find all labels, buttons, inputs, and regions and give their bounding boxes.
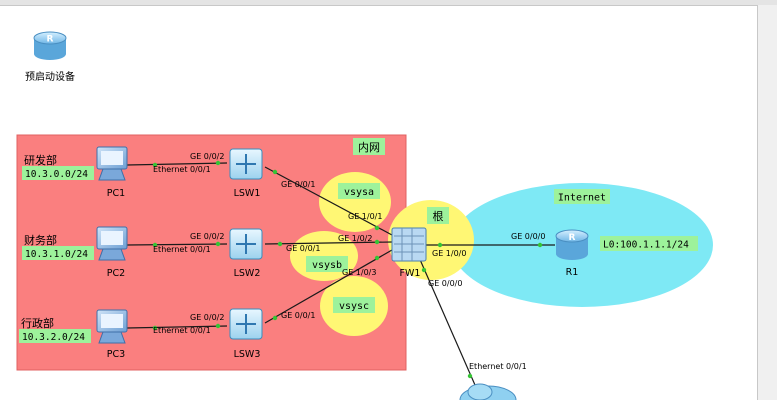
lsw2-icon[interactable] [229, 228, 263, 260]
vsysa-label-box [338, 183, 380, 199]
port-pc1-eth: Ethernet 0/0/1 [153, 165, 211, 174]
link-lsw1-fw1 [264, 166, 393, 236]
intranet-label: 内网 [358, 140, 380, 154]
svg-text:R: R [47, 35, 54, 45]
port-lsw2-ge1: GE 0/0/1 [286, 244, 320, 253]
pre-start-device-button[interactable]: R 预启动设备 [15, 26, 85, 84]
link-fw1-cloud [417, 254, 476, 386]
dept1-name: 研发部 [24, 153, 57, 167]
dept2-name: 财务部 [24, 233, 57, 247]
dept1-subnet: 10.3.0.0/24 [25, 169, 88, 180]
port-lsw1-ge1: GE 0/0/1 [281, 180, 315, 189]
port-r1-ge000: GE 0/0/0 [511, 232, 545, 241]
port-pc2-eth: Ethernet 0/0/1 [153, 245, 211, 254]
cloud-icon[interactable] [459, 383, 517, 400]
port-lsw1-ge2: GE 0/0/2 [190, 152, 224, 161]
link-pc1-lsw1 [126, 162, 228, 166]
vsysb-label: vsysb [312, 260, 342, 271]
pc2-label: PC2 [107, 268, 125, 279]
port-lsw2-ge2: GE 0/0/2 [190, 232, 224, 241]
pc3-icon[interactable] [96, 309, 128, 344]
port-cloud-eth: Ethernet 0/0/1 [469, 362, 527, 371]
lsw3-label: LSW3 [234, 349, 261, 360]
dept3-subnet-box [19, 329, 91, 343]
pc3-label: PC3 [107, 349, 125, 360]
port-fw-ge102: GE 1/0/2 [338, 234, 372, 243]
port-fw-ge101: GE 1/0/1 [348, 212, 382, 221]
internet-label: Internet [558, 193, 606, 204]
link-lsw3-fw1 [264, 249, 393, 324]
root-label: 根 [433, 209, 444, 223]
link-pc3-lsw3 [126, 325, 228, 329]
port-fw-ge000: GE 0/0/0 [428, 279, 462, 288]
lsw1-label: LSW1 [234, 188, 261, 199]
dept1-subnet-box [22, 166, 94, 180]
r1-label: R1 [566, 267, 579, 278]
dept2-subnet-box [22, 246, 94, 260]
r1-loopback-label: L0:100.1.1.1/24 [603, 240, 689, 251]
vsysa-label: vsysa [344, 187, 374, 198]
dept2-subnet: 10.3.1.0/24 [25, 249, 88, 260]
port-lsw3-ge1: GE 0/0/1 [281, 311, 315, 320]
pre-start-device-label: 预启动设备 [25, 72, 75, 83]
port-lsw3-ge2: GE 0/0/2 [190, 313, 224, 322]
dept3-name: 行政部 [21, 316, 54, 330]
pc1-label: PC1 [107, 188, 125, 199]
vsysc-label: vsysc [339, 301, 369, 312]
link-pc2-lsw2 [126, 243, 228, 246]
fw1-firewall-icon[interactable] [391, 227, 427, 262]
lsw1-icon[interactable] [229, 148, 263, 180]
r1-loopback-box [600, 236, 698, 251]
internet-label-box [554, 189, 610, 204]
root-label-box [427, 207, 449, 224]
vsysb-label-box [306, 256, 348, 272]
port-pc3-eth: Ethernet 0/0/1 [153, 326, 211, 335]
fw1-label: FW1 [400, 268, 421, 279]
lsw2-label: LSW2 [234, 268, 261, 279]
r1-router-icon[interactable]: R [555, 229, 589, 260]
link-lsw2-fw1 [264, 241, 393, 245]
vertical-scrollbar[interactable] [757, 5, 777, 400]
vsysc-label-box [333, 297, 375, 313]
port-fw-ge103: GE 1/0/3 [342, 268, 376, 277]
dept3-subnet: 10.3.2.0/24 [22, 332, 85, 343]
pc2-icon[interactable] [96, 226, 128, 261]
window-top-strip [0, 0, 777, 6]
svg-text:R: R [569, 233, 576, 243]
link-endpoint-dots [152, 160, 543, 379]
intranet-label-box [353, 138, 385, 155]
lsw3-icon[interactable] [229, 308, 263, 340]
pc1-icon[interactable] [96, 146, 128, 181]
port-fw-ge100: GE 1/0/0 [432, 249, 466, 258]
router-icon: R [33, 31, 67, 60]
